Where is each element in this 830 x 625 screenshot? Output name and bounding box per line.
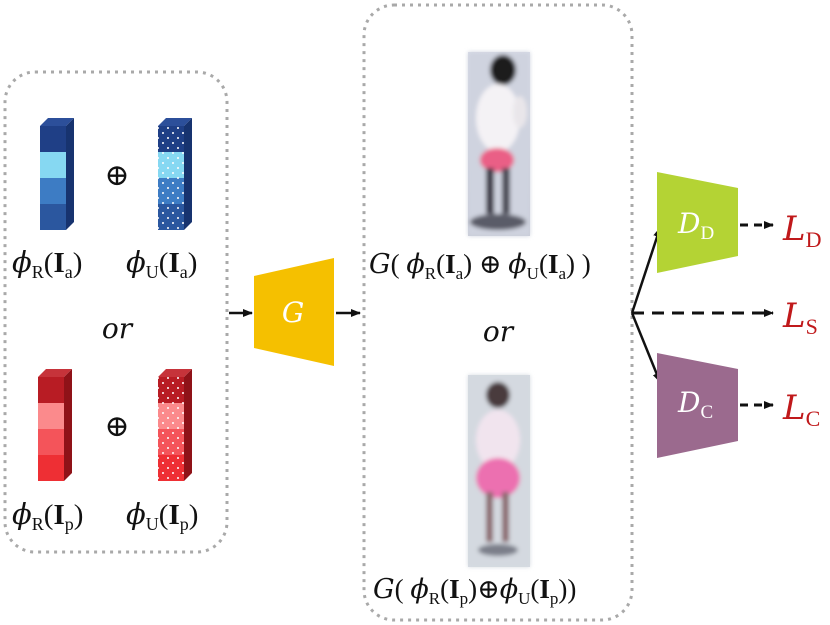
left-panel-frame [3,70,229,554]
oplus-symbol-bottom: ⊕ [104,410,129,443]
output-label-anchor: G( ϕR(Ia) ⊕ ϕU(Ia) ) [369,249,591,283]
discriminator-d-label: DD [677,207,714,244]
label-phi-u-ip: ϕU(Ip) [126,497,198,534]
label-phi-r-ip: ϕR(Ip) [12,497,83,534]
discriminator-d-block [657,172,738,273]
discriminator-c-block [657,353,738,458]
generator-block [254,258,334,366]
left-or-label: or [102,312,134,345]
feature-column-uncertainty-anchor [158,118,192,230]
generator-label: G [282,296,304,329]
generated-image-probe [468,375,530,567]
branch-line-to-dc [630,312,662,383]
loss-label-c: LC [782,388,820,431]
oplus-symbol-top: ⊕ [104,159,129,192]
output-label-probe: G( ϕR(Ip)⊕ϕU(Ip)) [373,574,576,608]
middle-or-label: or [483,315,515,348]
feature-column-rgb-probe [38,369,72,481]
generated-image-anchor [468,52,530,236]
loss-label-d: LD [782,209,821,252]
discriminator-c-label: DC [677,386,713,423]
label-phi-u-ia: ϕU(Ia) [126,245,197,282]
loss-label-s: LS [782,296,818,339]
branch-line-to-dd [630,227,662,314]
label-phi-r-ia: ϕR(Ia) [12,245,82,282]
middle-panel-frame [362,3,634,622]
feature-column-rgb-anchor [40,118,74,230]
feature-column-uncertainty-probe [158,369,192,481]
